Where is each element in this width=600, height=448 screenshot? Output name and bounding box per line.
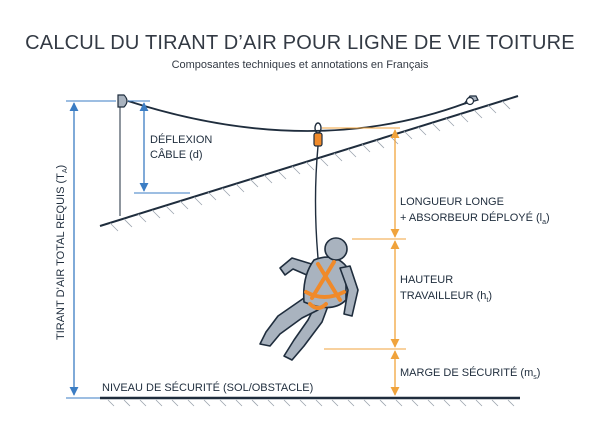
lanyard-strap: [314, 145, 319, 259]
diagram-title: CALCUL DU TIRANT D’AIR POUR LIGNE DE VIE…: [25, 32, 575, 54]
worker-figure: [259, 237, 359, 361]
roof: [99, 95, 519, 232]
harness: [304, 260, 346, 310]
worker-height-label-line2: TRAVAILLEUR (ht): [400, 290, 492, 304]
shock-absorber-icon: [313, 132, 323, 147]
total-clearance-dimension: TIRANT D’AIR TOTAL REQUIS (TA): [55, 100, 116, 399]
lanyard: [313, 122, 323, 259]
total-clearance-label: TIRANT D’AIR TOTAL REQUIS (TA): [55, 165, 69, 340]
lifeline-cable: [127, 100, 467, 132]
left-anchor: [117, 94, 128, 216]
right-anchor: [462, 95, 479, 106]
safety-level-label: NIVEAU DE SÉCURITÉ (SOL/OBSTACLE): [102, 381, 313, 394]
deflection-dimension: DÉFLEXION CÂBLE (d): [128, 100, 212, 194]
deflection-label-line1: DÉFLEXION: [150, 133, 212, 146]
worker-head: [324, 237, 348, 261]
worker-height-label-line1: HAUTEUR: [400, 274, 453, 286]
lanyard-label-line2: + ABSORBEUR DÉPLOYÉ (la): [400, 211, 550, 226]
ground: [100, 396, 520, 407]
ground-hatching: [107, 399, 515, 407]
roof-line: [99, 95, 519, 227]
safety-margin-label: MARGE DE SÉCURITÉ (ms): [400, 366, 540, 381]
left-anchor-icon: [117, 94, 128, 108]
deflection-label-line2: CÂBLE (d): [150, 148, 203, 161]
diagram-subtitle: Composantes techniques et annotations en…: [171, 59, 429, 71]
vertical-components-dimension: [322, 127, 406, 396]
worker-leg-back: [283, 299, 329, 361]
lanyard-label-line1: LONGUEUR LONGE: [400, 196, 504, 208]
worker-leg-front: [259, 297, 319, 347]
worker-arm-left: [339, 265, 359, 317]
